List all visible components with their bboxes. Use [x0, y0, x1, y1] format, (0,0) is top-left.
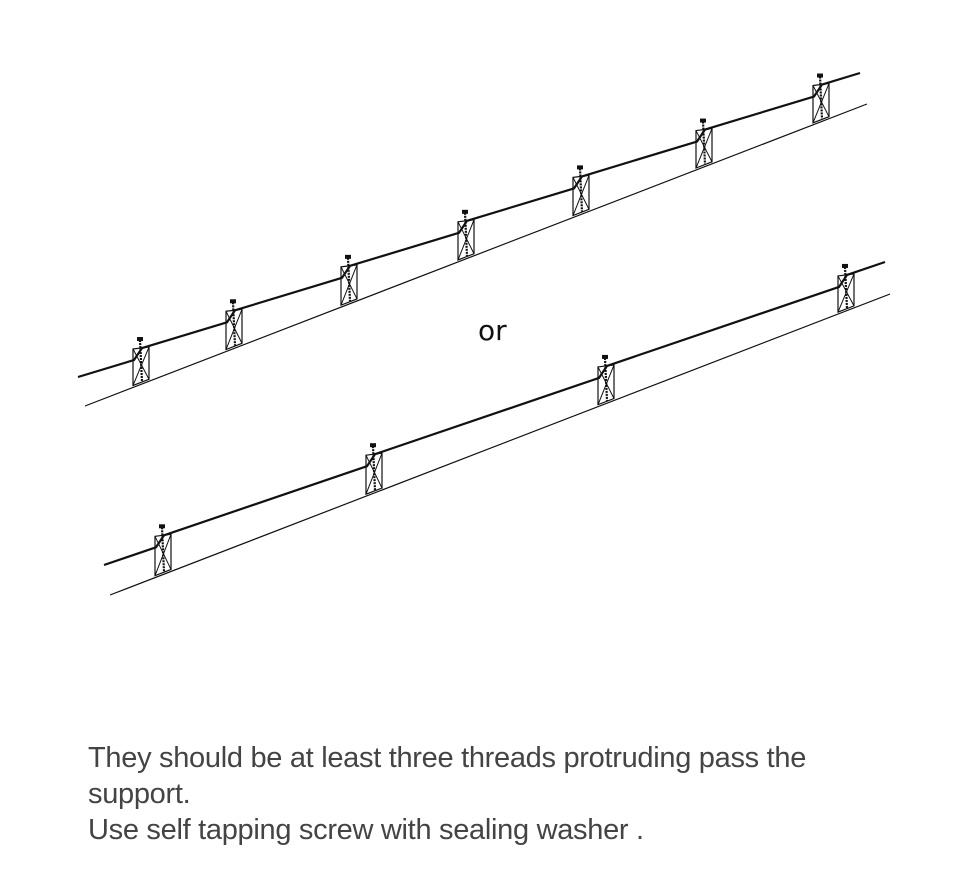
option-b-screw-head-icon: [842, 263, 848, 268]
option-a-screw-icon: [231, 302, 237, 346]
option-a-bracket-brace: [132, 346, 150, 386]
option-a-screw-head-icon: [577, 165, 583, 170]
option-a-screw-head-icon: [700, 118, 706, 123]
option-b-roof-sheet: [103, 260, 886, 567]
note-threads: They should be at least three threads pr…: [88, 742, 807, 810]
option-a-bracket-brace: [695, 128, 713, 169]
option-a-screw-head-icon: [230, 299, 236, 304]
option-b-screw-icon: [603, 357, 609, 401]
option-a-screw-head-icon: [345, 254, 351, 259]
option-a-roof-sheet: [77, 71, 861, 379]
option-a-screw-head-icon: [137, 337, 143, 342]
option-b-screw-head-icon: [159, 524, 165, 529]
option-b-bracket-brace: [837, 273, 855, 313]
option-b-bracket-brace: [597, 364, 615, 405]
option-a-screw-icon: [463, 212, 469, 257]
option-a-screw-icon: [701, 121, 707, 165]
option-a-screw-head-icon: [817, 73, 823, 78]
option-b-screw-icon: [843, 266, 849, 309]
option-b-screw-icon: [160, 527, 166, 572]
option-a-screw-icon: [346, 257, 352, 302]
option-b-screw-head-icon: [370, 443, 376, 448]
option-a-screw-icon: [138, 339, 144, 382]
option-a-purlin-line: [84, 103, 868, 407]
note-screw-type: Use self tapping screw with sealing wash…: [88, 814, 644, 846]
option-a-screw-icon: [578, 168, 584, 212]
option-b-screw-head-icon: [602, 354, 608, 359]
option-a-screw-icon: [818, 76, 824, 119]
option-a-bracket-brace: [812, 83, 830, 124]
option-b-screw-icon: [371, 446, 377, 491]
installation-notes: They should be at least three threads pr…: [88, 740, 908, 848]
option-b-purlin-line: [109, 293, 891, 596]
option-a-screw-head-icon: [462, 209, 468, 214]
option-b-bracket-brace: [837, 275, 855, 307]
or-separator-label: or: [478, 314, 507, 347]
